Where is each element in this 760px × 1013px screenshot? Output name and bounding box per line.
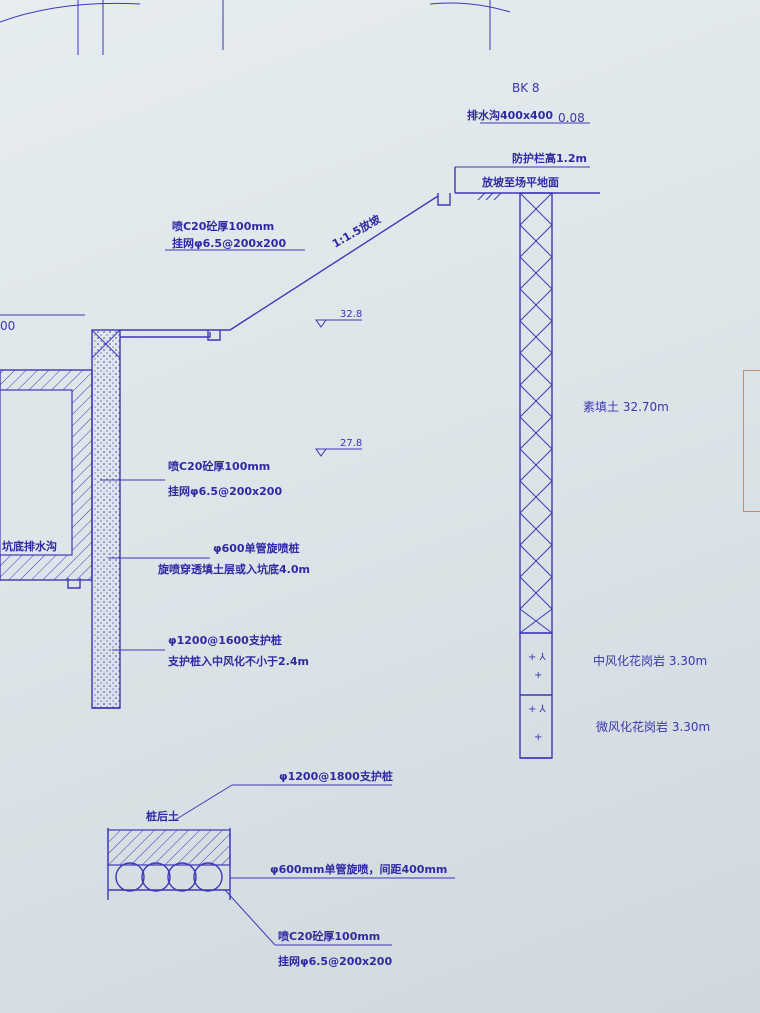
ground-hatch [477,192,502,201]
rock-symbols: + ⅄ + + ⅄ + [528,652,547,743]
plan-jet-label: φ600mm单管旋喷，间距400mm [270,862,447,876]
basement-interior [0,389,73,556]
pile-spray-label-2: 挂网φ6.5@200x200 [168,484,282,498]
svg-text:+ ⅄: + ⅄ [528,652,547,663]
plan-detail [107,784,455,946]
top-arc-right [429,2,511,13]
crosshatch-line [519,288,553,322]
crosshatch-line [519,448,553,482]
slope-bench [120,332,211,338]
level-marker-a [315,319,362,328]
slope-surface [120,195,439,331]
left-partial-label: 00 [0,319,15,333]
bench-drain [207,330,221,341]
jet-label-1: φ600单管旋喷桩 [213,541,300,555]
crosshatch-line [519,576,553,610]
plan-pile-label: φ1200@1800支护桩 [279,769,393,783]
borehole-fill-layer [519,192,553,634]
crosshatch-line [519,608,553,634]
borehole-label: BK 8 [512,81,540,95]
drain-left-label: 坑底排水沟 [2,539,57,553]
crosshatch-line [519,192,553,226]
crosshatch-line [519,352,553,386]
guardrail-label: 防护栏高1.2m [512,151,587,165]
level-marker-b [315,448,362,457]
support-label-1: φ1200@1600支护桩 [168,633,282,647]
elev-top-label: 0.08 [558,111,585,125]
bottom-drain [67,578,81,589]
crosshatch-line [519,320,553,354]
stratum-slight-label: 微风化花岗岩 3.30m [596,719,710,734]
plan-spray-label-2: 挂网φ6.5@200x200 [278,954,392,968]
support-label-2: 支护桩入中风化不小于2.4m [167,654,309,668]
crosshatch-line [519,512,553,546]
stratum-fill-label: 素填土 32.70m [583,400,669,414]
slope-spray-label-1: 喷C20砼厚100mm [172,219,274,233]
borehole-crosshatch [519,192,553,634]
crosshatch-line [519,416,553,450]
slope-spray-label-2: 挂网φ6.5@200x200 [172,236,286,250]
pile-cross [91,329,121,359]
drain-label: 排水沟400x400 [467,108,553,122]
paper-edge [743,370,760,512]
to-ground-label: 放坡至场平地面 [481,175,559,189]
plan-backfill-label: 桩后土 [146,809,179,823]
pile-spray-label-1: 喷C20砼厚100mm [168,459,270,473]
crosshatch-line [519,480,553,514]
jet-label-2: 旋喷穿透填土层或入坑底4.0m [157,562,310,576]
slope-ratio-label: 1:1.5放坡 [330,211,384,250]
top-arc-left [0,2,141,23]
svg-text:+: + [534,732,542,743]
svg-text:+ ⅄: + ⅄ [528,704,547,715]
stratum-moderate-label: 中风化花岗岩 3.30m [593,653,707,668]
level-a-label: 32.8 [340,309,362,320]
level-b-label: 27.8 [340,438,362,449]
support-pile [91,329,121,709]
crosshatch-line [519,256,553,290]
svg-text:+: + [534,670,542,681]
crosshatch-line [519,384,553,418]
plan-spray-label-1: 喷C20砼厚100mm [278,929,380,943]
crosshatch-line [519,224,553,258]
top-drain [437,193,451,206]
crosshatch-line [519,544,553,578]
